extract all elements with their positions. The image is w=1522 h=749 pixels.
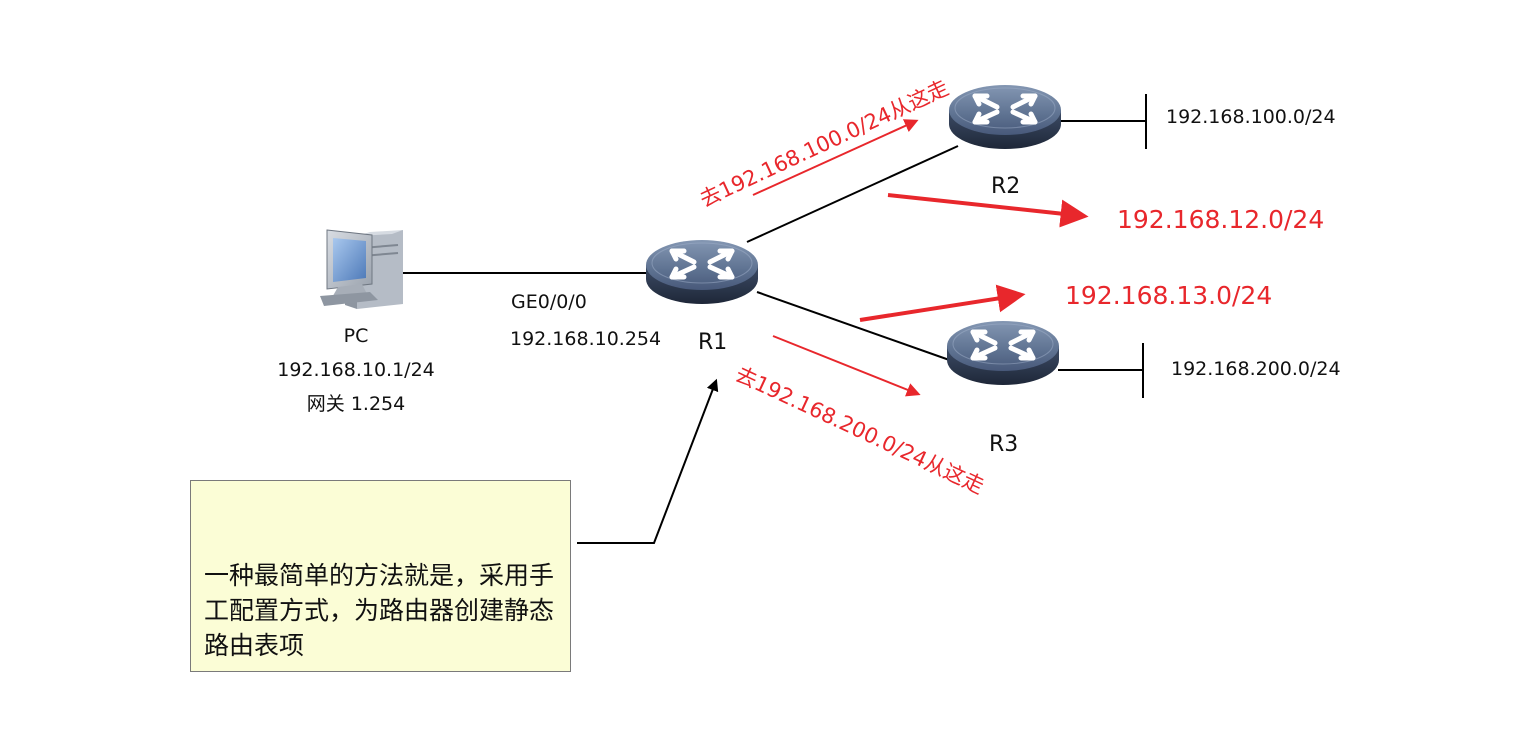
callout-pointer	[577, 378, 719, 544]
arrow-route-to-r2	[752, 119, 919, 196]
router-name-r3: R3	[989, 432, 1019, 457]
pc-ip: 192.168.10.1/24	[277, 359, 435, 381]
note-text: 一种最简单的方法就是，采用手工配置方式，为路由器创建静态路由表项	[204, 561, 555, 660]
r3-lan-network: 192.168.200.0/24	[1171, 358, 1341, 380]
pc-gateway: 网关 1.254	[306, 393, 406, 415]
router-name-r2: R2	[991, 174, 1021, 199]
r2-lan-network: 192.168.100.0/24	[1166, 106, 1336, 128]
arrow-link-13	[859, 284, 1026, 322]
r1-interface: GE0/0/0	[511, 291, 587, 313]
router-icon[interactable]	[949, 85, 1061, 149]
r1-ip: 192.168.10.254	[510, 328, 662, 350]
link-network-r1-r3: 192.168.13.0/24	[1065, 281, 1273, 310]
link-r1-r3	[756, 291, 956, 363]
arrow-route-to-r3	[772, 335, 921, 397]
desktop-computer-icon[interactable]	[320, 229, 403, 309]
arrow-link-12	[887, 193, 1089, 228]
link-r1-r2	[746, 145, 959, 243]
note-box: 一种最简单的方法就是，采用手工配置方式，为路由器创建静态路由表项	[190, 480, 571, 672]
router-icon[interactable]	[947, 321, 1059, 385]
link-network-r1-r2: 192.168.12.0/24	[1117, 205, 1325, 234]
router-icon[interactable]	[646, 240, 758, 304]
pc-name: PC	[343, 325, 369, 347]
router-name-r1: R1	[698, 330, 728, 355]
